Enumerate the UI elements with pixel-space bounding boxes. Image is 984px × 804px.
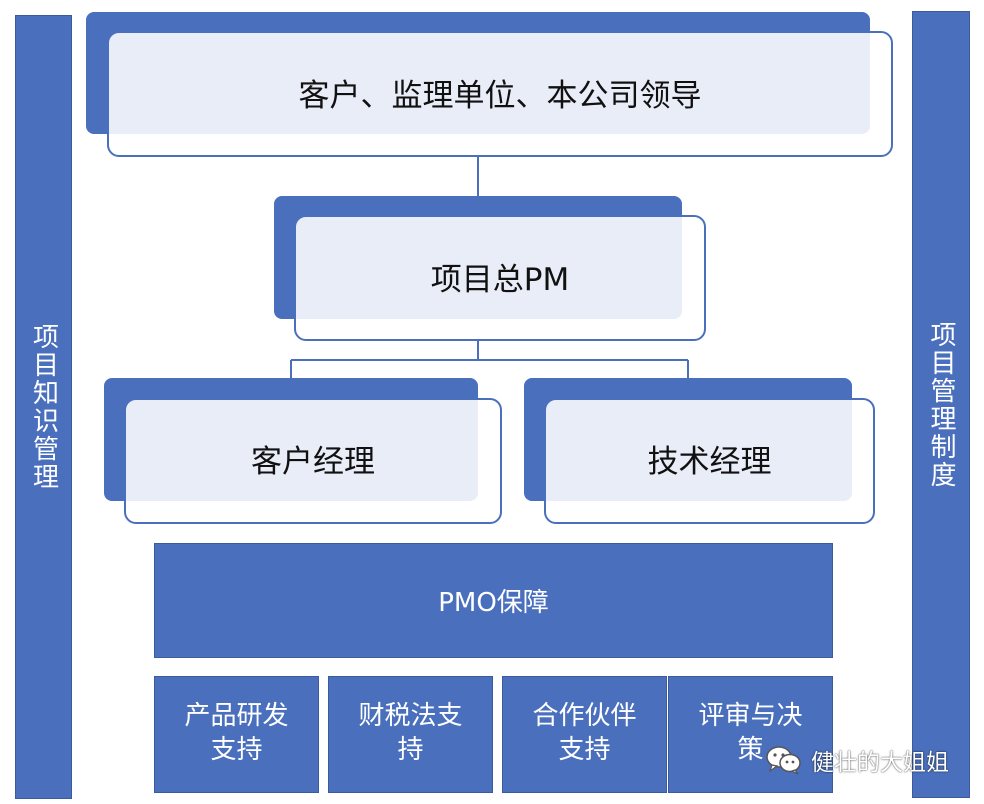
support-label-finance-tax-legal: 财税法支持 (358, 701, 463, 765)
support-box-partners: 合作伙伴支持 (502, 676, 667, 793)
pm-node-label: 项目总PM (430, 261, 570, 298)
pm-node-front (294, 215, 706, 341)
pmo-support-block: PMO保障 (154, 543, 833, 658)
tech-manager-front (544, 398, 875, 524)
left-side-bar-label: 项目知识管理 (28, 323, 59, 491)
right-side-bar-label: 项目管理制度 (926, 320, 956, 489)
pmo-label: PMO保障 (438, 588, 549, 618)
top-node-label: 客户、监理单位、本公司领导 (298, 77, 702, 114)
left-side-bar: 项目知识管理 (15, 15, 72, 799)
wechat-icon (766, 746, 801, 775)
customer-manager-front (124, 398, 502, 524)
watermark: 健壮的大姐姐 (765, 740, 949, 780)
support-box-finance-tax-legal: 财税法支持 (328, 676, 493, 793)
customer-manager-label: 客户经理 (251, 443, 375, 480)
support-label-product-rd: 产品研发支持 (184, 701, 289, 765)
support-label-review-decision: 评审与决策 (698, 701, 803, 765)
support-box-product-rd: 产品研发支持 (154, 676, 319, 793)
right-side-bar: 项目管理制度 (912, 11, 970, 798)
support-box-review-decision: 评审与决策 (668, 676, 833, 793)
tech-manager-label: 技术经理 (647, 443, 772, 480)
top-node-front (107, 31, 893, 157)
support-label-partners: 合作伙伴支持 (532, 701, 637, 765)
watermark-text: 健壮的大姐姐 (811, 750, 949, 776)
